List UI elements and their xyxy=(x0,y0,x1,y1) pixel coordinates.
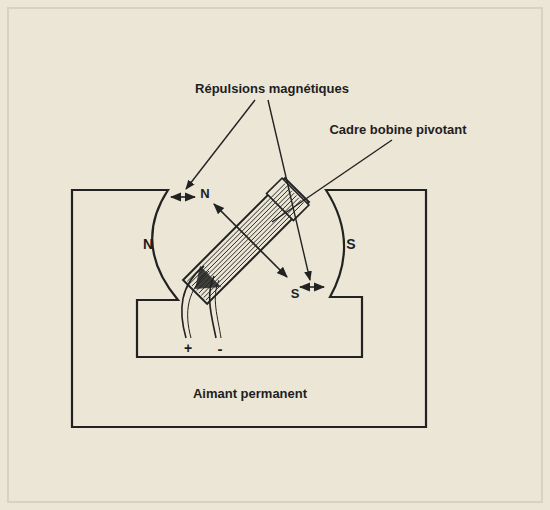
coil-axis-arrow xyxy=(214,204,287,277)
part-label: Aimant permanent xyxy=(193,387,307,401)
repulsion-arrow-left xyxy=(171,196,195,198)
scan-frame xyxy=(8,8,542,502)
coil-winding xyxy=(190,186,288,284)
coil-pole-label: N xyxy=(200,187,209,201)
terminal-label: - xyxy=(218,341,223,358)
leader-line xyxy=(186,100,255,189)
coil-winding xyxy=(206,202,304,300)
leader-line xyxy=(272,140,392,222)
callout-label: Répulsions magnétiques xyxy=(195,82,349,96)
repulsion-arrow-right xyxy=(300,286,324,288)
wire-plus-outline xyxy=(188,271,209,338)
wire-minus-outline xyxy=(215,280,221,338)
coil-pole-label: S xyxy=(291,287,300,301)
coil-winding xyxy=(192,188,290,286)
pole-label: S xyxy=(346,237,355,252)
terminal-label: + xyxy=(184,341,192,356)
coil-winding xyxy=(197,193,295,291)
leader-line xyxy=(268,100,310,280)
coil-winding xyxy=(194,191,292,289)
wire-plus xyxy=(182,266,204,338)
coil-winding xyxy=(201,198,299,296)
pole-label: N xyxy=(143,237,153,252)
wire-minus xyxy=(210,276,216,338)
callout-label: Cadre bobine pivotant xyxy=(329,123,466,137)
